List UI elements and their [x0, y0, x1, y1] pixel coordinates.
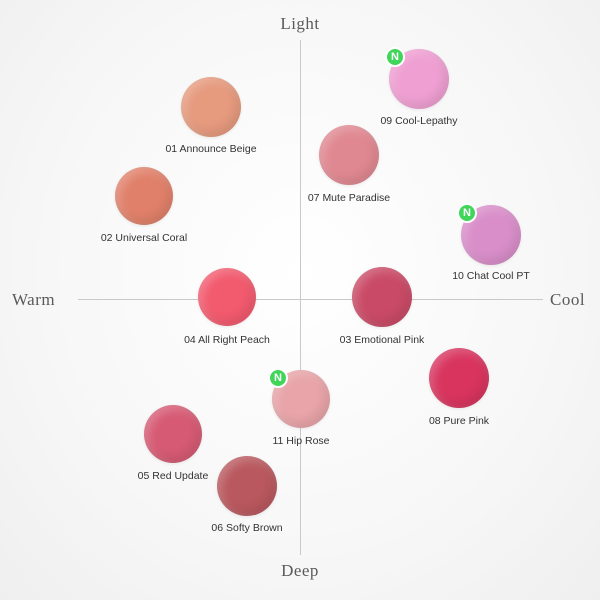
- shade-swatch[interactable]: [115, 167, 173, 225]
- axis-label-light: Light: [280, 14, 320, 33]
- shade-label: 11 Hip Rose: [272, 435, 330, 447]
- shade-label: 07 Mute Paradise: [307, 192, 391, 204]
- shade-label: 02 Universal Coral: [100, 232, 188, 244]
- axis-label-deep: Deep: [281, 561, 319, 580]
- new-badge-icon: N: [457, 203, 477, 223]
- shade-swatch[interactable]: [181, 77, 241, 137]
- shade-label: 10 Chat Cool PT: [452, 270, 530, 282]
- shade-swatch[interactable]: [429, 348, 489, 408]
- shade-label: 03 Emotional Pink: [339, 334, 425, 346]
- shade-swatch[interactable]: [217, 456, 277, 516]
- shade-swatch[interactable]: [144, 405, 202, 463]
- shade-label: 05 Red Update: [137, 470, 209, 482]
- shade-swatch[interactable]: [319, 125, 379, 185]
- axis-label-cool: Cool: [550, 290, 586, 309]
- axis-label-warm: Warm: [12, 290, 56, 309]
- shade-label: 01 Announce Beige: [165, 143, 257, 155]
- shade-label: 08 Pure Pink: [428, 415, 490, 427]
- vertical-axis: [300, 40, 301, 555]
- new-badge-icon: N: [268, 368, 288, 388]
- shade-swatch[interactable]: [198, 268, 256, 326]
- horizontal-axis: [78, 299, 543, 300]
- shade-label: 06 Softy Brown: [211, 522, 283, 534]
- shade-label: 09 Cool-Lepathy: [380, 115, 458, 127]
- new-badge-icon: N: [385, 47, 405, 67]
- shade-swatch[interactable]: [352, 267, 412, 327]
- shade-label: 04 All Right Peach: [184, 334, 270, 346]
